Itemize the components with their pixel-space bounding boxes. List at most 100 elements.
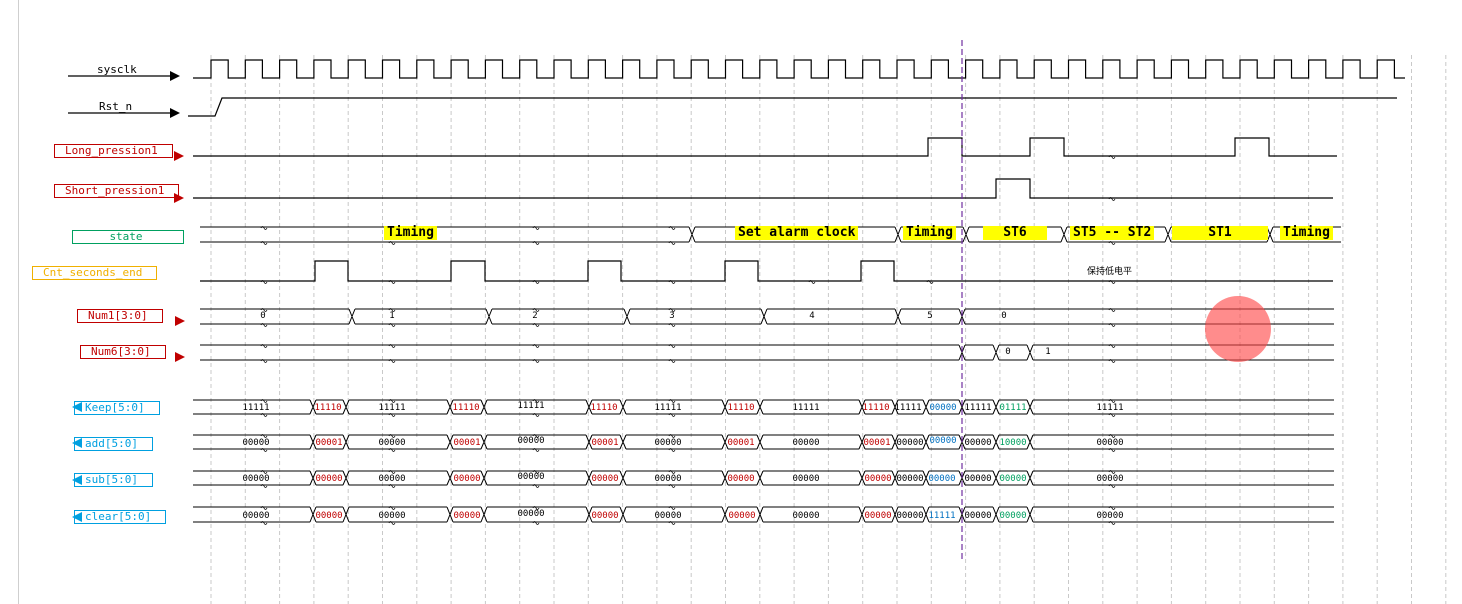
break-mark [388,280,396,284]
clear-value: 00000 [654,511,682,521]
keep-value: 11111 [894,403,922,413]
break-mark [260,241,268,245]
break-mark [668,506,676,510]
sub-value: 00000 [242,474,270,484]
break-mark [668,226,676,230]
num1-value: 0 [260,311,266,321]
long-pression1-waveform [193,137,1337,157]
sub-bus [193,470,1334,486]
break-mark [1108,413,1116,417]
break-mark [532,359,540,363]
signal-label-clear: clear[5:0] [74,510,167,524]
long-arrow-head [174,151,184,161]
break-mark [1108,155,1116,159]
break-mark [260,448,268,452]
clear-value: 00000 [591,511,619,521]
keep-value: 11111 [242,403,270,413]
sub-value: 00000 [896,474,924,484]
sub-value: 00000 [517,472,545,482]
break-mark [260,399,268,403]
break-mark [532,521,540,525]
sysclk-arrow-head [170,71,180,81]
break-mark [532,448,540,452]
add-value: 00000 [378,438,406,448]
state-label-timing-3: Timing [1280,226,1333,240]
break-mark [260,506,268,510]
break-mark [260,434,268,438]
add-value: 00000 [1096,438,1124,448]
sub-value: 00000 [654,474,682,484]
break-mark [668,359,676,363]
break-mark [668,308,676,312]
break-mark [388,506,396,510]
break-mark [532,470,540,474]
signal-label-state: state [72,230,184,244]
mouse-cursor-highlight [1205,296,1271,362]
clear-value: 11111 [928,511,956,521]
clear-value: 00000 [728,511,756,521]
add-value: 00001 [591,438,619,448]
break-mark [260,280,268,284]
cnt-hold-low-note: 保持低电平 [1087,267,1133,277]
sub-value: 00000 [378,474,406,484]
num1-arrow-head [175,316,185,326]
sub-value: 00000 [999,474,1027,484]
keep-value: 11110 [590,403,618,413]
add-value: 00001 [863,438,891,448]
signal-label-add: add[5:0] [74,437,153,451]
signal-label-rst-n: Rst_n [99,100,133,113]
add-value: 00000 [929,436,957,446]
clear-value: 00000 [1096,511,1124,521]
signal-label-num6: Num6[3:0] [80,345,166,359]
clear-value: 00000 [864,511,892,521]
break-mark [388,521,396,525]
state-label-timing-1: Timing [384,226,437,240]
left-border [18,0,19,604]
break-mark [388,399,396,403]
short-arrow-head [174,193,184,203]
break-mark [532,308,540,312]
keep-bus [193,399,1334,415]
break-mark [808,280,816,284]
sub-value: 00000 [964,474,992,484]
break-mark [388,359,396,363]
keep-value: 11110 [727,403,755,413]
add-bus [193,434,1334,450]
break-mark [260,308,268,312]
clear-value: 00000 [792,511,820,521]
state-label-st6: ST6 [983,226,1047,240]
num1-value: 5 [927,311,933,321]
keep-value: 11110 [452,403,480,413]
add-arrow-head [72,438,82,448]
break-mark [668,323,676,327]
break-mark [668,434,676,438]
clear-value: 00000 [378,511,406,521]
break-mark [668,241,676,245]
keep-value: 11111 [378,403,406,413]
clear-value: 00000 [896,511,924,521]
signal-label-cnt-seconds-end: Cnt_seconds_end [32,266,158,280]
break-mark [926,280,934,284]
break-mark [532,280,540,284]
add-value: 00001 [315,438,343,448]
break-mark [260,470,268,474]
clear-value: 00000 [453,511,481,521]
add-value: 00000 [792,438,820,448]
add-value: 00000 [242,438,270,448]
signal-label-short-pression1: Short_pression1 [54,184,180,198]
short-pression1-waveform [193,178,1333,199]
break-mark [388,413,396,417]
break-mark [388,323,396,327]
break-mark [668,521,676,525]
clear-value: 00000 [999,511,1027,521]
state-label-timing-2: Timing [903,226,956,240]
num6-bus [200,344,1334,361]
state-label-st1: ST1 [1172,226,1268,240]
signal-label-keep: Keep[5:0] [74,401,160,415]
cnt-seconds-end-waveform [200,260,1333,282]
break-mark [532,413,540,417]
keep-value: 11110 [862,403,890,413]
rst-n-waveform [188,97,1397,117]
keep-arrow-head [72,402,82,412]
break-mark [1108,359,1116,363]
